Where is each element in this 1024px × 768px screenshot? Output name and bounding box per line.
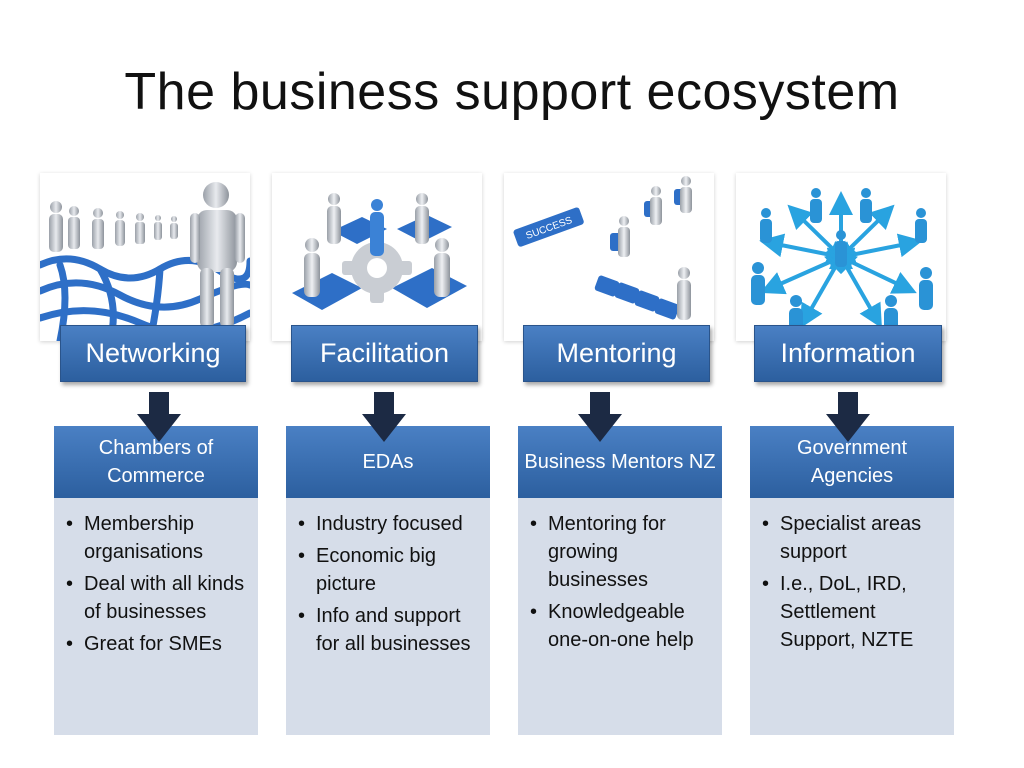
bullet-list: •Mentoring for growing businesses •Knowl… (518, 498, 722, 654)
card-business-mentors-nz: Business Mentors NZ •Mentoring for growi… (518, 426, 722, 735)
down-arrow-icon (578, 392, 622, 442)
bullet-icon: • (66, 633, 74, 655)
bullet-icon: • (298, 545, 306, 567)
crowd-network-icon (40, 173, 250, 341)
puzzle-team-icon (272, 173, 482, 341)
slide-title: The business support ecosystem (124, 63, 900, 121)
card-title: Business Mentors NZ (518, 426, 722, 498)
bullet-list: •Specialist areas support •I.e., DoL, IR… (750, 498, 954, 654)
down-arrow-icon (362, 392, 406, 442)
bullet-list: •Industry focused •Economic big picture … (286, 498, 490, 658)
category-information: Information (754, 325, 942, 382)
bullet-list: •Membership organisations •Deal with all… (54, 498, 258, 658)
category-facilitation: Facilitation (291, 325, 478, 382)
bullet-icon: • (762, 513, 770, 535)
card-chambers-of-commerce: Chambers of Commerce •Membership organis… (54, 426, 258, 735)
list-item: •I.e., DoL, IRD, Settlement Support, NZT… (760, 570, 948, 654)
list-item: •Membership organisations (64, 510, 252, 566)
puzzle-bridge-icon: SUCCESS (504, 173, 714, 341)
bullet-icon: • (66, 573, 74, 595)
list-item: •Info and support for all businesses (296, 602, 484, 658)
card-government-agencies: Government Agencies •Specialist areas su… (750, 426, 954, 735)
list-item: •Specialist areas support (760, 510, 948, 566)
card-title: EDAs (286, 426, 490, 498)
category-networking: Networking (60, 325, 246, 382)
list-item: •Great for SMEs (64, 630, 252, 658)
bullet-icon: • (530, 513, 538, 535)
list-item: •Economic big picture (296, 542, 484, 598)
bullet-icon: • (298, 605, 306, 627)
category-mentoring: Mentoring (523, 325, 710, 382)
bullet-icon: • (66, 513, 74, 535)
down-arrow-icon (137, 392, 181, 442)
list-item: •Deal with all kinds of businesses (64, 570, 252, 626)
card-edas: EDAs •Industry focused •Economic big pic… (286, 426, 490, 735)
down-arrow-icon (826, 392, 870, 442)
list-item: •Knowledgeable one-on-one help (528, 598, 716, 654)
bullet-icon: • (298, 513, 306, 535)
radial-arrows-icon (736, 173, 946, 341)
card-title: Chambers of Commerce (54, 426, 258, 498)
bullet-icon: • (530, 601, 538, 623)
list-item: •Mentoring for growing businesses (528, 510, 716, 594)
list-item: •Industry focused (296, 510, 484, 538)
bullet-icon: • (762, 573, 770, 595)
card-title: Government Agencies (750, 426, 954, 498)
